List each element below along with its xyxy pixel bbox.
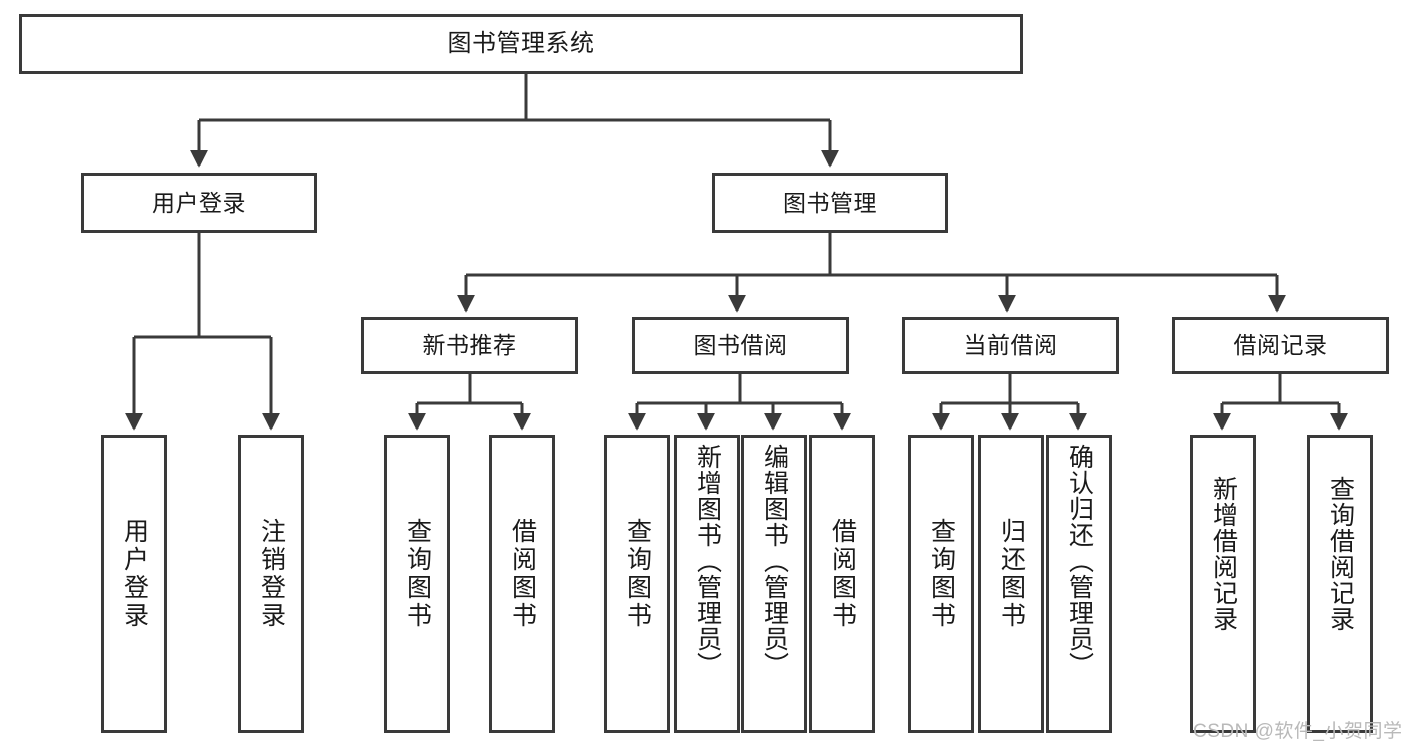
node-label: 借阅记录 [1233, 332, 1328, 359]
csdn-watermark: CSDN @软件_小贺同学 [1193, 721, 1403, 742]
node-label: 查询图书 [623, 518, 652, 630]
node-new-book-recommend[interactable]: 新书推荐 [361, 317, 578, 374]
node-label: 借阅图书 [828, 518, 857, 630]
node-leaf-bookborrow-borrow-book[interactable]: 借阅图书 [809, 435, 875, 733]
node-leaf-borrowrecord-query-record[interactable]: 查询借阅记录 [1307, 435, 1373, 733]
node-label: 图书管理系统 [447, 30, 595, 58]
node-label: 查询图书 [927, 518, 956, 630]
node-label: 用户登录 [120, 518, 149, 630]
node-label: 编辑图书（管理员） [760, 444, 789, 678]
node-label: 新增图书（管理员） [693, 444, 722, 678]
node-label: 图书借阅 [693, 332, 788, 359]
node-leaf-bookborrow-query-book[interactable]: 查询图书 [604, 435, 670, 733]
node-leaf-newbook-query-book[interactable]: 查询图书 [384, 435, 450, 733]
node-leaf-newbook-borrow-book[interactable]: 借阅图书 [489, 435, 555, 733]
node-label: 查询图书 [403, 518, 432, 630]
node-leaf-currentborrow-query-book[interactable]: 查询图书 [908, 435, 974, 733]
node-label: 确认归还（管理员） [1065, 444, 1094, 678]
node-leaf-borrowrecord-add-record[interactable]: 新增借阅记录 [1190, 435, 1256, 733]
node-leaf-bookborrow-add-book-admin[interactable]: 新增图书（管理员） [674, 435, 740, 733]
node-label: 用户登录 [152, 189, 246, 216]
node-label: 借阅图书 [508, 518, 537, 630]
node-borrow-record[interactable]: 借阅记录 [1172, 317, 1389, 374]
node-leaf-bookborrow-edit-book-admin[interactable]: 编辑图书（管理员） [741, 435, 807, 733]
node-current-borrow[interactable]: 当前借阅 [902, 317, 1119, 374]
node-label: 归还图书 [997, 518, 1026, 630]
node-book-management[interactable]: 图书管理 [712, 173, 948, 233]
node-label: 新书推荐 [422, 332, 517, 359]
node-root-book-management-system[interactable]: 图书管理系统 [19, 14, 1023, 74]
node-leaf-user-login-signin[interactable]: 用户登录 [101, 435, 167, 733]
node-label: 注销登录 [257, 518, 286, 630]
node-leaf-currentborrow-confirm-return-admin[interactable]: 确认归还（管理员） [1046, 435, 1112, 733]
node-label: 查询借阅记录 [1326, 476, 1355, 632]
node-label: 新增借阅记录 [1209, 476, 1238, 632]
node-book-borrow[interactable]: 图书借阅 [632, 317, 849, 374]
node-leaf-user-login-signout[interactable]: 注销登录 [238, 435, 304, 733]
node-label: 当前借阅 [963, 332, 1058, 359]
node-user-login[interactable]: 用户登录 [81, 173, 317, 233]
node-leaf-currentborrow-return-book[interactable]: 归还图书 [978, 435, 1044, 733]
node-label: 图书管理 [783, 189, 877, 216]
